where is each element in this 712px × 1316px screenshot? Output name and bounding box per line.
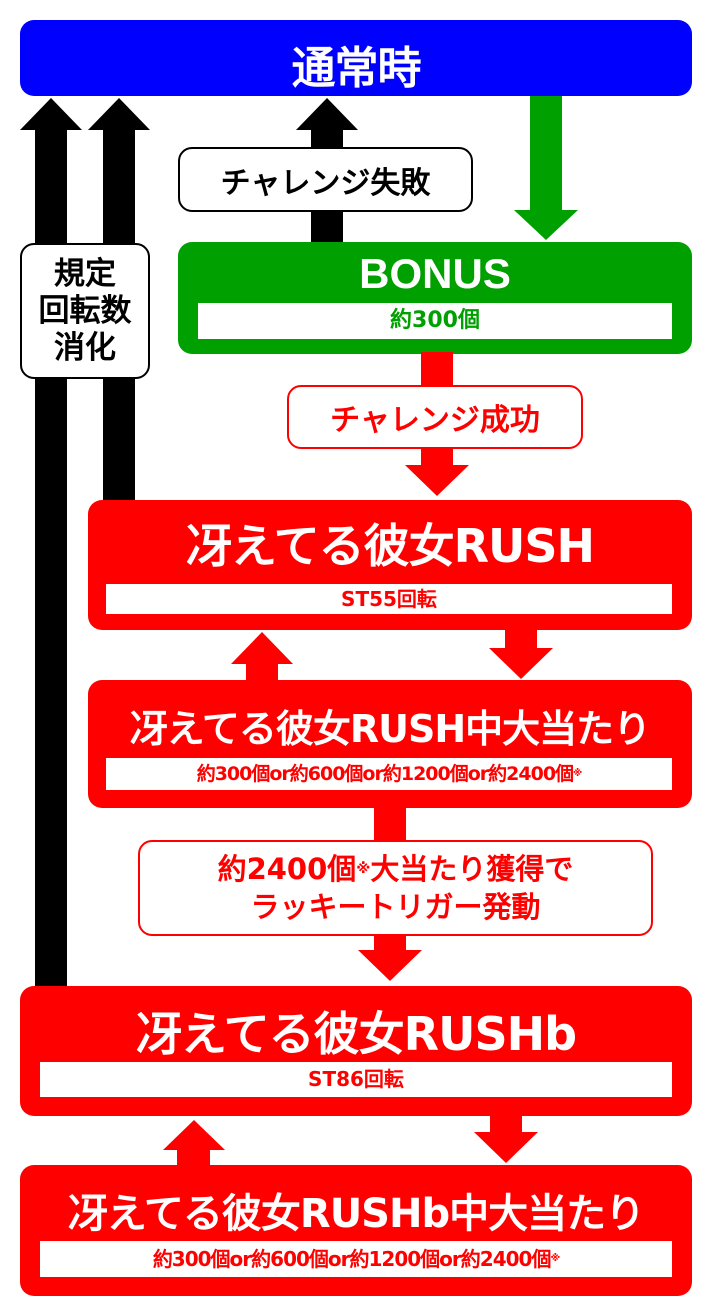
rush-box: 冴えてる彼女RUSH ST55回転: [88, 500, 692, 630]
arrow-rush-hit: [505, 628, 537, 650]
spin-limit-line: 消化: [54, 329, 116, 366]
bonus-payout: 約300個: [198, 303, 672, 339]
rushb-spins: ST86回転: [40, 1062, 672, 1097]
rush-hit-payout-text: 約300個or約600個or約1200個or約2400個: [196, 763, 574, 785]
challenge-fail-label: チャレンジ失敗: [178, 147, 473, 212]
arrow-head-down-icon: [514, 210, 578, 240]
arrow-head-up-icon: [20, 98, 82, 130]
arrow-rush-return: [246, 660, 278, 682]
rushb-title: 冴えてる彼女RUSHb: [135, 1007, 577, 1061]
rushb-hit-payout-text: 約300個or約600個or約1200個or約2400個: [152, 1247, 552, 1271]
rushb-hit-payout: 約300個or約600個or約1200個or約2400個※: [40, 1241, 672, 1277]
rush-hit-box: 冴えてる彼女RUSH中大当たり 約300個or約600個or約1200個or約2…: [88, 680, 692, 808]
arrow-head-down-icon: [358, 950, 422, 981]
spin-limit-line: 規定: [54, 255, 116, 292]
arrow-rushb-return: [177, 1148, 210, 1168]
arrow-head-up-icon: [88, 98, 150, 130]
arrow-head-up-icon: [163, 1120, 225, 1150]
rushb-box: 冴えてる彼女RUSHb ST86回転: [20, 986, 692, 1116]
note-mark: ※: [550, 1253, 560, 1264]
arrow-head-down-icon: [489, 648, 553, 679]
lucky-trigger-text: ラッキートリガー発動: [250, 890, 541, 924]
lucky-trigger-text: 約2400個: [217, 852, 357, 886]
arrow-head-up-icon: [231, 632, 293, 664]
spin-limit-line: 回転数: [38, 292, 132, 329]
bonus-box: BONUS 約300個: [178, 242, 692, 354]
arrow-head-down-icon: [405, 465, 469, 496]
rush-spins: ST55回転: [106, 584, 672, 614]
rush-title: 冴えてる彼女RUSH: [185, 519, 595, 573]
arrow-head-down-icon: [474, 1132, 538, 1163]
lucky-trigger-text: 大当たり獲得で: [370, 852, 574, 886]
rush-hit-title: 冴えてる彼女RUSH中大当たり: [129, 707, 651, 751]
challenge-success-text: チャレンジ成功: [330, 403, 540, 438]
normal-state-box: 通常時: [20, 20, 692, 96]
challenge-success-label: チャレンジ成功: [287, 385, 583, 449]
arrow-to-bonus: [530, 94, 562, 212]
challenge-fail-text: チャレンジ失敗: [220, 165, 431, 201]
rushb-hit-box: 冴えてる彼女RUSHb中大当たり 約300個or約600個or約1200個or約…: [20, 1165, 692, 1296]
normal-state-title: 通常時: [291, 43, 422, 94]
rush-hit-payout: 約300個or約600個or約1200個or約2400個※: [106, 758, 672, 790]
bonus-title: BONUS: [359, 250, 511, 297]
spin-limit-label: 規定 回転数 消化: [20, 243, 150, 379]
note-mark: ※: [573, 768, 582, 779]
lucky-trigger-label: 約2400個※大当たり獲得で ラッキートリガー発動: [138, 840, 653, 936]
arrow-head-up-icon: [296, 98, 358, 130]
note-mark: ※: [356, 861, 371, 877]
arrow-rushb-hit: [490, 1114, 522, 1134]
rushb-hit-title: 冴えてる彼女RUSHb中大当たり: [67, 1191, 645, 1237]
